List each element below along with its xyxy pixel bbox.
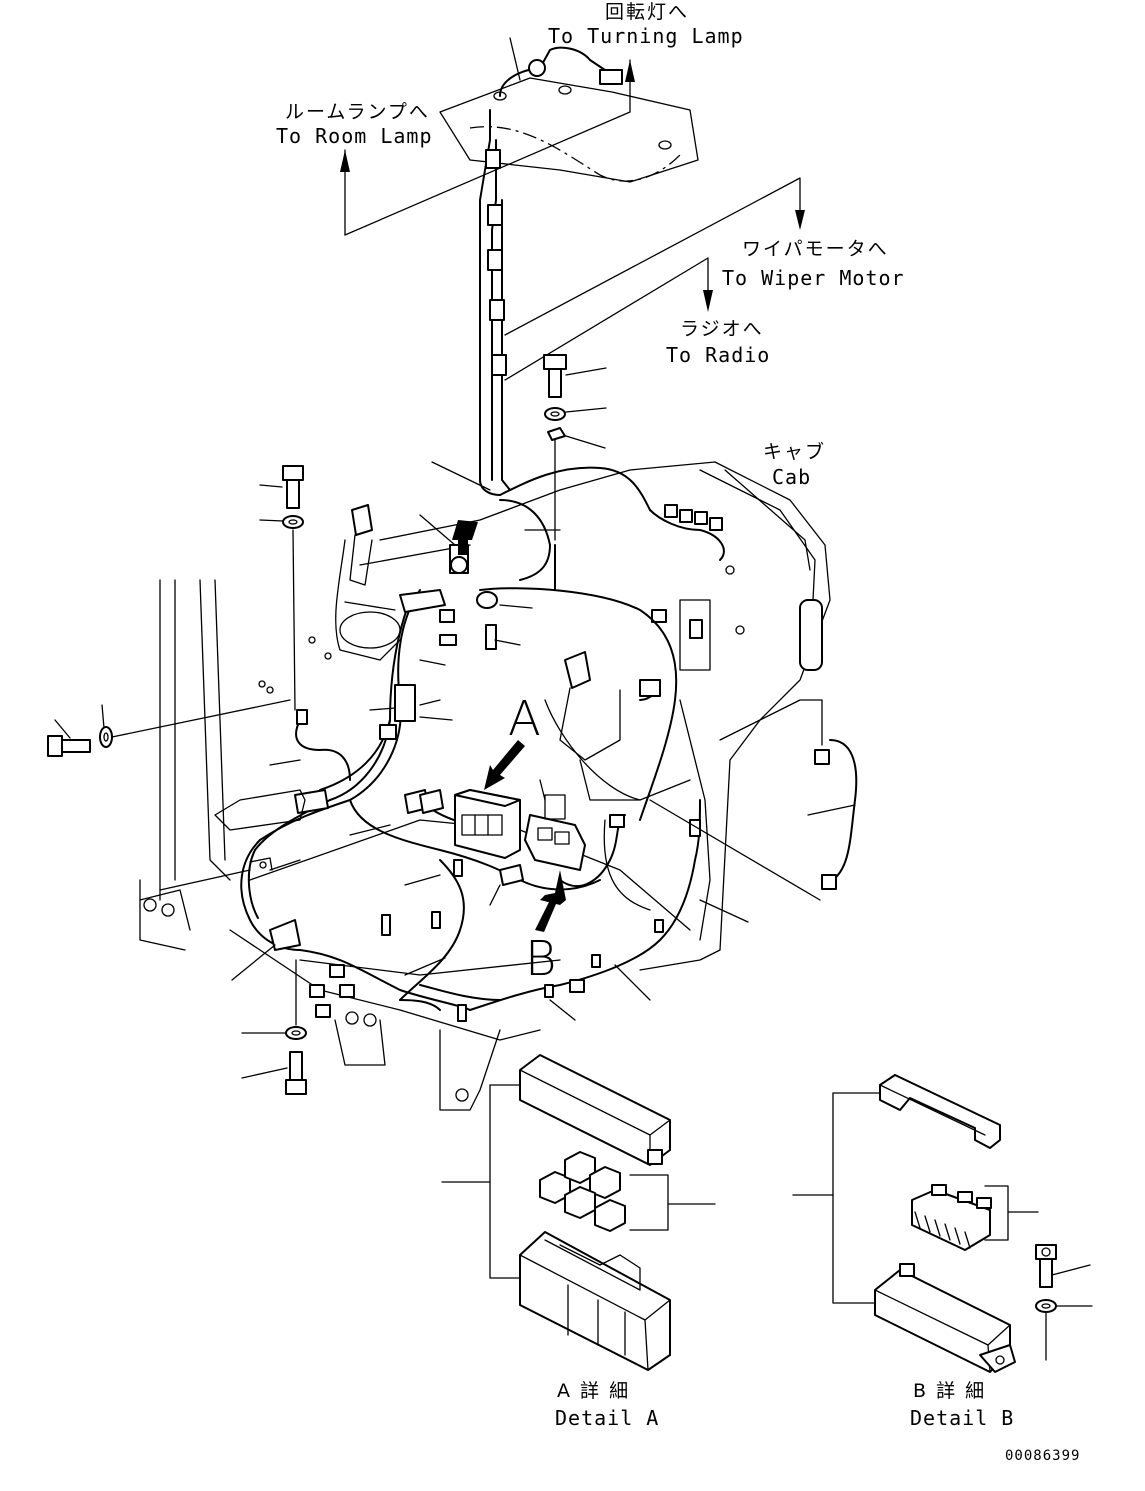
fuse-box-a-installed bbox=[454, 789, 521, 859]
view-b-label: B bbox=[525, 931, 556, 987]
harness-connectors bbox=[214, 504, 723, 1022]
switch-component bbox=[449, 520, 478, 574]
labels: 回転灯へ To Turning Lamp ルームランプへ To Room Lam… bbox=[276, 1, 1080, 1464]
right-control-console bbox=[544, 651, 691, 801]
left-control-console bbox=[258, 504, 401, 694]
fuse-box-b-installed bbox=[524, 794, 586, 871]
wiper-motor-label-en: To Wiper Motor bbox=[722, 266, 905, 290]
turning-lamp-label-jp: 回転灯へ bbox=[605, 1, 689, 23]
top-fasteners bbox=[543, 354, 607, 541]
view-a-label: A bbox=[508, 691, 541, 747]
detail-b-label-jp: B 詳 細 bbox=[913, 1380, 986, 1402]
left-bolt-upper bbox=[282, 465, 304, 711]
view-arrow-b bbox=[535, 870, 566, 932]
destination-leaders bbox=[340, 59, 805, 381]
drawing-number: 00086399 bbox=[1005, 1448, 1080, 1464]
radio-label-en: To Radio bbox=[666, 343, 770, 367]
main-harness bbox=[240, 466, 725, 1011]
detail-a-exploded bbox=[441, 1054, 716, 1371]
left-bolt-side bbox=[47, 699, 291, 757]
turning-lamp-label-en: To Turning Lamp bbox=[548, 24, 744, 48]
roof-panel bbox=[439, 77, 699, 183]
cab-right-details bbox=[651, 565, 823, 941]
detail-a-label-en: Detail A bbox=[555, 1406, 659, 1430]
detail-a-label-jp: A 詳 細 bbox=[557, 1380, 630, 1402]
cab-label-jp: キャブ bbox=[763, 440, 826, 463]
cab-label-en: Cab bbox=[772, 465, 811, 489]
detail-b-exploded bbox=[792, 1074, 1093, 1373]
radio-label-jp: ラジオへ bbox=[680, 318, 764, 340]
room-lamp-label-en: To Room Lamp bbox=[276, 124, 433, 148]
pillar-harness bbox=[479, 109, 511, 496]
detail-b-label-en: Detail B bbox=[910, 1406, 1014, 1430]
wiper-motor-label-jp: ワイパモータへ bbox=[742, 238, 889, 260]
cab-lower-right-harness bbox=[603, 699, 858, 911]
view-arrow-a bbox=[484, 740, 525, 790]
room-lamp-label-jp: ルームランプへ bbox=[285, 101, 430, 123]
turning-lamp-harness bbox=[499, 37, 623, 97]
left-bolt-lower bbox=[241, 959, 307, 1095]
callout-leaders bbox=[231, 461, 749, 1021]
